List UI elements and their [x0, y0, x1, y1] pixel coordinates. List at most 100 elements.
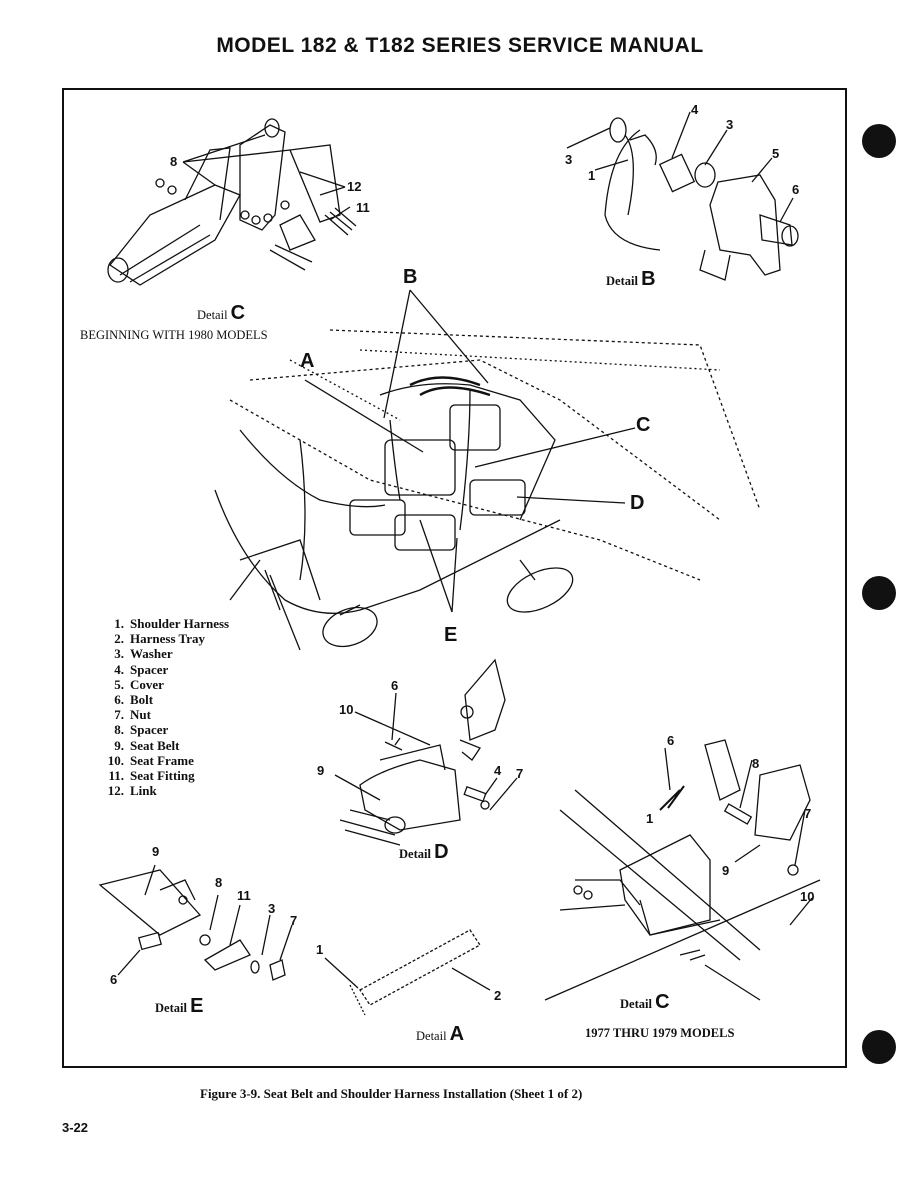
callout-1-detail-a: 1: [316, 942, 324, 957]
legend-label: Seat Belt: [130, 737, 180, 753]
legend-number: 11.: [108, 768, 124, 784]
detail-c-bottom-prefix: Detail: [620, 997, 652, 1011]
callout-9-detail-e: 9: [152, 844, 160, 859]
callout-8-detail-e: 8: [215, 875, 223, 890]
callout-3b-detail-b: 3: [726, 117, 734, 132]
detail-b-letter: B: [641, 268, 656, 290]
legend-item: 10. Seat Frame: [102, 753, 229, 768]
callout-d: D: [630, 492, 645, 514]
detail-d-drawing: [334, 658, 518, 846]
legend-number: 3.: [114, 646, 124, 662]
detail-b-label: Detail B: [606, 268, 656, 291]
legend-label: Harness Tray: [130, 631, 205, 647]
detail-e-prefix: Detail: [155, 1001, 187, 1015]
callout-a: A: [300, 350, 315, 372]
detail-e-drawing: [98, 864, 293, 981]
legend-label: Cover: [130, 676, 164, 692]
detail-e-label: Detail E: [155, 995, 203, 1018]
detail-c-top-drawing: [107, 118, 357, 286]
legend-item: 9. Seat Belt: [102, 738, 229, 753]
callout-10-detail-c-bottom: 10: [800, 889, 815, 904]
detail-a-label: Detail A: [416, 1023, 464, 1046]
figure-caption: Figure 3-9. Seat Belt and Shoulder Harne…: [200, 1086, 583, 1101]
legend-number: 2.: [114, 631, 124, 647]
detail-a-drawing: [324, 929, 491, 1016]
detail-c-bottom-label: Detail C: [620, 991, 670, 1014]
legend-item: 6. Bolt: [102, 692, 229, 707]
legend-number: 8.: [114, 722, 124, 738]
page-number: 3-22: [62, 1120, 89, 1135]
detail-c-top-letter: C: [230, 302, 246, 324]
legend-item: 3.Washer: [102, 646, 229, 661]
legend-item: 2. Harness Tray: [102, 631, 229, 646]
callout-b: B: [403, 266, 418, 288]
legend-number: 10.: [107, 752, 124, 768]
legend-label: Seat Fitting: [130, 768, 195, 784]
legend-number: 1.: [114, 616, 124, 631]
detail-e-letter: E: [190, 995, 204, 1017]
callout-c: C: [636, 414, 651, 436]
detail-d-letter: D: [434, 841, 449, 863]
binder-hole-top: [862, 124, 896, 158]
legend-label: Shoulder Harness: [130, 616, 230, 631]
callout-6-detail-c-bottom: 6: [667, 733, 675, 748]
callout-2-detail-a: 2: [494, 988, 502, 1003]
legend-number: 5.: [114, 676, 124, 692]
detail-d-label: Detail D: [399, 841, 449, 864]
callout-12-detail-c-top: 12: [347, 179, 362, 194]
callout-7-detail-e: 7: [290, 913, 298, 928]
detail-c-top-label: Detail C: [197, 302, 245, 325]
binder-hole-bottom: [862, 1030, 896, 1064]
legend-number: 4.: [114, 661, 124, 677]
note-1977-1979: 1977 THRU 1979 MODELS: [585, 1026, 735, 1040]
legend-label: Nut: [130, 707, 151, 723]
detail-d-prefix: Detail: [399, 847, 431, 861]
detail-c-bottom-letter: C: [655, 991, 670, 1013]
legend-item: 7. Nut: [102, 707, 229, 722]
callout-11-detail-e: 11: [237, 888, 251, 903]
legend-label: Link: [130, 783, 157, 799]
legend-label: Seat Frame: [130, 752, 194, 768]
legend-item: 11. Seat Fitting: [102, 768, 229, 783]
detail-b-prefix: Detail: [606, 274, 638, 288]
callout-6-detail-d: 6: [391, 678, 399, 693]
detail-a-letter: A: [449, 1023, 465, 1045]
legend-label: Spacer: [130, 661, 169, 677]
callout-7-detail-d: 7: [516, 766, 524, 781]
callout-4-detail-b: 4: [691, 102, 699, 117]
callout-6-detail-e: 6: [110, 972, 118, 987]
legend-item: 4. Spacer: [102, 662, 229, 677]
detail-a-prefix: Detail: [416, 1029, 447, 1043]
callout-4-detail-d: 4: [494, 763, 502, 778]
legend-label: Spacer: [130, 722, 169, 738]
legend-label: Bolt: [130, 692, 154, 708]
callout-5-detail-b: 5: [772, 146, 780, 161]
callout-9-detail-c-bottom: 9: [722, 863, 730, 878]
callout-6-detail-b: 6: [792, 182, 800, 197]
legend-item: 5. Cover: [102, 677, 229, 692]
callout-7-detail-c-bottom: 7: [804, 806, 812, 821]
legend-number: 7.: [114, 707, 124, 723]
legend-item: 8. Spacer: [102, 722, 229, 737]
callout-1-detail-c-bottom: 1: [646, 811, 654, 826]
callout-8-detail-c-bottom: 8: [752, 756, 760, 771]
detail-c-top-prefix: Detail: [197, 308, 228, 322]
callout-3a-detail-b: 3: [565, 152, 573, 167]
callout-1-detail-b: 1: [588, 168, 596, 183]
callout-e: E: [444, 624, 458, 646]
parts-legend: 1. Shoulder Harness 2. Harness Tray 3.Wash…: [102, 616, 229, 798]
callout-9-detail-d: 9: [317, 763, 325, 778]
detail-c-bottom-drawing: [544, 739, 821, 1001]
legend-number: 9.: [114, 737, 124, 753]
note-beginning-1980: BEGINNING WITH 1980 MODELS: [80, 328, 268, 342]
callout-3-detail-e: 3: [268, 901, 276, 916]
legend-item: 12. Link: [102, 783, 229, 798]
legend-item: 1. Shoulder Harness: [102, 616, 229, 631]
callout-11-detail-c-top: 11: [356, 200, 370, 215]
callout-8-detail-c-top: 8: [170, 154, 178, 169]
aircraft-drawing: [214, 289, 761, 651]
legend-number: 12.: [107, 783, 124, 799]
legend-number: 6.: [114, 692, 124, 708]
detail-b-drawing: [566, 111, 799, 281]
